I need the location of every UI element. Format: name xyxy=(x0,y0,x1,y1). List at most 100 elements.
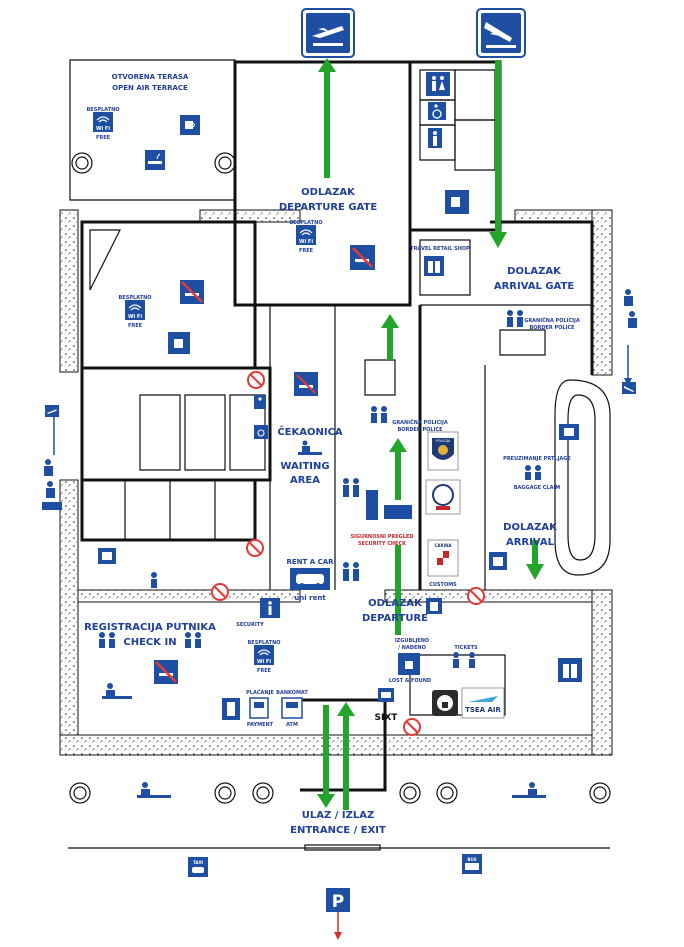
wheelchair-icon xyxy=(428,102,446,120)
car-icon xyxy=(290,568,330,590)
shop-icon xyxy=(558,658,582,682)
wc-icon xyxy=(428,128,442,148)
svg-text:FREE: FREE xyxy=(257,668,272,674)
police-badge: POLICIJA xyxy=(427,431,459,471)
svg-text:BESPLATNO: BESPLATNO xyxy=(247,640,280,646)
no-entry-icon xyxy=(211,371,485,736)
svg-text:FREE: FREE xyxy=(128,323,143,329)
lock-icon xyxy=(432,690,458,716)
bench-icon xyxy=(512,782,546,798)
departure-plane-icon xyxy=(301,8,355,58)
interior-walls xyxy=(68,59,611,851)
no-smoking-icon xyxy=(180,280,204,304)
wc-icon xyxy=(426,72,450,96)
svg-text:BESPLATNO: BESPLATNO xyxy=(118,295,151,301)
bench-icon xyxy=(102,683,132,699)
bench-icon xyxy=(624,289,637,328)
svg-text:TAXI: TAXI xyxy=(193,860,204,865)
svg-text:FREE: FREE xyxy=(96,135,111,141)
arrival-label-en: ARRIVAL xyxy=(506,537,555,548)
checkin-label-hr: REGISTRACIJA PUTNIKA xyxy=(84,622,216,633)
unirent-label: uni rent xyxy=(294,594,326,602)
svg-text:Wi Fi: Wi Fi xyxy=(299,239,313,245)
sixt-logo: SIXT xyxy=(375,713,399,723)
svg-text:BESPLATNO: BESPLATNO xyxy=(86,107,119,113)
smoking-icon xyxy=(145,150,165,170)
info-icon xyxy=(260,598,280,618)
payment-label-hr: PLAĆANJE xyxy=(246,689,274,696)
svg-text:POLICIJA: POLICIJA xyxy=(436,439,451,443)
svg-text:TSEA AIR: TSEA AIR xyxy=(465,706,501,714)
lost-found-icon xyxy=(398,653,420,675)
baggage-label-en: BAGGAGE CLAIM xyxy=(514,485,561,491)
svg-text:Wi Fi: Wi Fi xyxy=(96,126,110,132)
police-icon xyxy=(525,465,541,480)
shop-icon xyxy=(424,256,444,276)
customs-label: CUSTOMS xyxy=(429,582,457,588)
travel-retail-label: TRAVEL RETAIL SHOP xyxy=(410,246,470,252)
border-police-mid-en: BORDER POLICE xyxy=(397,427,443,433)
departure-gate-label-en: DEPARTURE GATE xyxy=(279,202,377,213)
baggage-label-hr: PREUZIMANJE PRTLJAGE xyxy=(503,456,571,462)
departure-plane-icon xyxy=(45,405,59,417)
wifi-icon: BESPLATNO Wi Fi FREE xyxy=(86,107,119,141)
coffee-icon xyxy=(445,190,469,214)
wifi-icon: BESPLATNO Wi Fi FREE xyxy=(118,295,151,329)
waiting-label-en2: AREA xyxy=(290,475,320,486)
security-label-en: SECURITY CHECK xyxy=(358,541,407,547)
atm-label-hr: BANKOMAT xyxy=(276,690,308,696)
svg-text:Wi Fi: Wi Fi xyxy=(257,659,271,665)
taxi-icon: TAXI xyxy=(188,857,208,877)
border-police-mid-hr: GRANIČNA POLICIJA xyxy=(392,419,448,426)
security-label-hr: SIGURNOSNI PREGLED xyxy=(350,534,413,540)
rent-a-car-label: RENT A CAR xyxy=(286,558,334,566)
lost-label-hr1: IZGUBLJENO xyxy=(395,638,429,644)
smoking-icon xyxy=(294,372,318,396)
luggage-icon xyxy=(426,598,442,614)
security-scanner-icon xyxy=(366,490,412,520)
arrival-label-hr: DOLAZAK xyxy=(503,522,558,533)
entrance-label-en: ENTRANCE / EXIT xyxy=(290,825,386,836)
police-icon xyxy=(185,632,201,648)
arrival-gate-label-hr: DOLAZAK xyxy=(507,266,562,277)
waiting-label-en1: WAITING xyxy=(280,461,329,472)
wifi-icon: BESPLATNO Wi Fi FREE xyxy=(289,220,322,254)
no-smoking-icon xyxy=(154,660,178,684)
arrival-plane-icon xyxy=(622,382,636,394)
customs-badge: CARINA xyxy=(427,539,459,577)
security-badge xyxy=(425,479,461,515)
waiting-label-hr: ČEKAONICA xyxy=(277,425,343,438)
svg-text:BESPLATNO: BESPLATNO xyxy=(289,220,322,226)
coffee-icon xyxy=(180,115,200,135)
svg-text:BUS: BUS xyxy=(467,857,476,862)
border-police-top-en: BORDER POLICE xyxy=(529,325,575,331)
terrace-label-en: OPEN AIR TERRACE xyxy=(112,84,188,92)
security-company-label: SECURITY xyxy=(236,622,264,628)
entrance-label-hr: ULAZ / IZLAZ xyxy=(302,810,374,821)
police-icon xyxy=(507,310,523,327)
border-police-top-hr: GRANIČNA POLICIJA xyxy=(524,317,580,324)
airline-logo: TSEA AIR xyxy=(461,687,505,719)
luggage-icon xyxy=(489,552,507,570)
bench-icon xyxy=(42,459,62,510)
wc-icon xyxy=(254,395,266,409)
tickets-label: TICKETS xyxy=(454,645,478,651)
terrace-label-hr: OTVORENA TERASA xyxy=(112,73,189,81)
police-icon xyxy=(343,478,359,497)
svg-text:P: P xyxy=(332,892,344,912)
departure-label-hr: ODLAZAK xyxy=(368,598,423,609)
arrival-plane-icon xyxy=(476,8,526,58)
svg-text:Wi Fi: Wi Fi xyxy=(128,314,142,320)
lost-label-en: LOST & FOUND xyxy=(389,678,431,684)
baggage-icon xyxy=(98,548,116,564)
bus-icon: BUS xyxy=(462,854,482,874)
svg-text:CARINA: CARINA xyxy=(434,543,452,548)
wheelchair-icon xyxy=(254,425,268,439)
payment-label-en: PAYMENT xyxy=(247,722,274,728)
columns xyxy=(69,152,611,804)
luggage-icon xyxy=(559,424,579,440)
wifi-icon: BESPLATNO Wi Fi FREE xyxy=(247,640,280,674)
arrival-gate-label-en: ARRIVAL GATE xyxy=(494,281,575,292)
departure-gate-label-hr: ODLAZAK xyxy=(301,187,356,198)
